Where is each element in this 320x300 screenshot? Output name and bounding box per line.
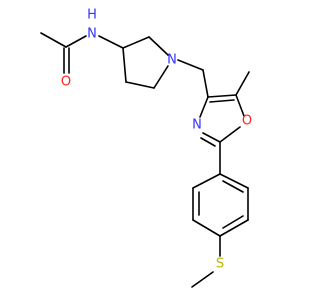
bond-n-c3 — [98, 35, 124, 49]
bond-c4-c5-a — [207, 94, 237, 98]
bond-c4-c3 — [122, 47, 127, 83]
bond-c5-methyl — [235, 71, 250, 96]
bond-methyl-carbonyl — [40, 32, 67, 48]
bond-ph-1-2 — [219, 173, 249, 189]
bond-o-c2 — [219, 126, 241, 143]
atom-amide-n: N — [87, 27, 97, 42]
bond-ph-6-1 — [192, 173, 221, 189]
atom-sulfur: S — [216, 257, 224, 272]
bond-ph-inner-2 — [222, 215, 244, 229]
bond-c2-n-b — [200, 137, 216, 147]
atom-ring-n: N — [167, 53, 177, 68]
atom-oxazole-n: N — [192, 118, 202, 133]
bond-c3-c2 — [122, 36, 150, 49]
bond-ph-3-4 — [219, 219, 249, 237]
atom-amide-h: H — [87, 8, 97, 23]
bond-c5-c4 — [125, 81, 155, 89]
bond-c4-c5-b — [209, 99, 235, 103]
bond-ph-4-5 — [192, 219, 221, 237]
atom-oxazole-o: O — [242, 114, 252, 129]
bond-c2-n-a — [202, 132, 221, 143]
bond-n-c4 — [199, 96, 209, 118]
bond-s-methyl — [191, 271, 214, 288]
bond-n1-c5 — [153, 65, 169, 89]
bond-c2-n1 — [148, 36, 169, 56]
molecule-structure-diagram: H N O N N O S — [40, 8, 252, 288]
bond-ch2-oxazole — [202, 69, 209, 98]
atom-carbonyl-o: O — [61, 75, 71, 90]
bond-ph-inner-1 — [222, 180, 244, 193]
bond-n1-ch2 — [177, 59, 204, 71]
bond-c5-o — [235, 94, 245, 117]
bond-carbonyl-n — [65, 35, 87, 48]
